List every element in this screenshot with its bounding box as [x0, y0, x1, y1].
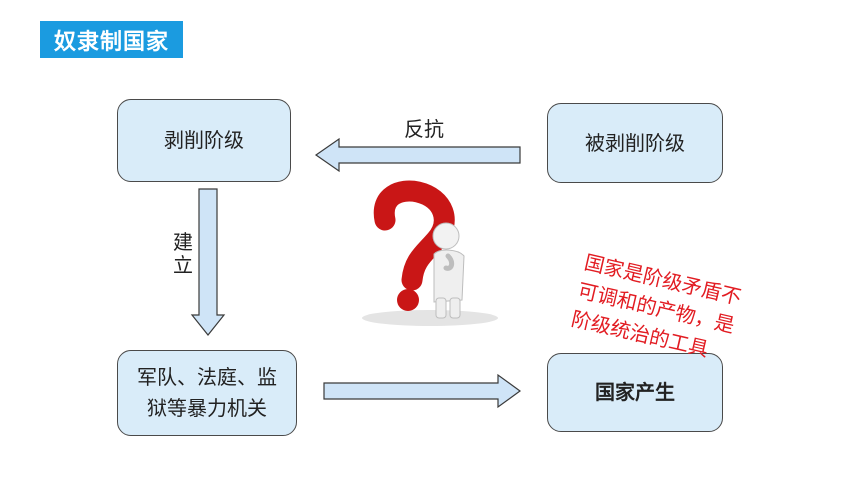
- resist-label: 反抗: [404, 117, 444, 141]
- resist-arrow: [314, 137, 521, 173]
- lead-to-arrow: [323, 373, 522, 409]
- page-title: 奴隶制国家: [40, 21, 183, 58]
- state-organs-label-line2: 狱等暴力机关: [147, 396, 267, 420]
- establish-arrow: [190, 188, 226, 336]
- figure-shadow: [362, 310, 498, 326]
- state-emergence-box: 国家产生: [547, 353, 723, 432]
- state-emergence-label: 国家产生: [595, 380, 675, 404]
- establish-label: 建立: [173, 230, 193, 277]
- exploiting-class-label: 剥削阶级: [164, 128, 244, 152]
- question-mark-icon: [373, 180, 455, 311]
- state-organs-label-line1: 军队、法庭、监: [137, 365, 277, 389]
- thinking-person-icon: [432, 222, 465, 319]
- state-organs-box: 军队、法庭、监 狱等暴力机关: [117, 350, 297, 436]
- exploiting-class-box: 剥削阶级: [117, 99, 291, 182]
- thinking-figure-illustration: [362, 180, 498, 326]
- exploited-class-box: 被剥削阶级: [547, 103, 723, 183]
- exploited-class-label: 被剥削阶级: [585, 130, 685, 155]
